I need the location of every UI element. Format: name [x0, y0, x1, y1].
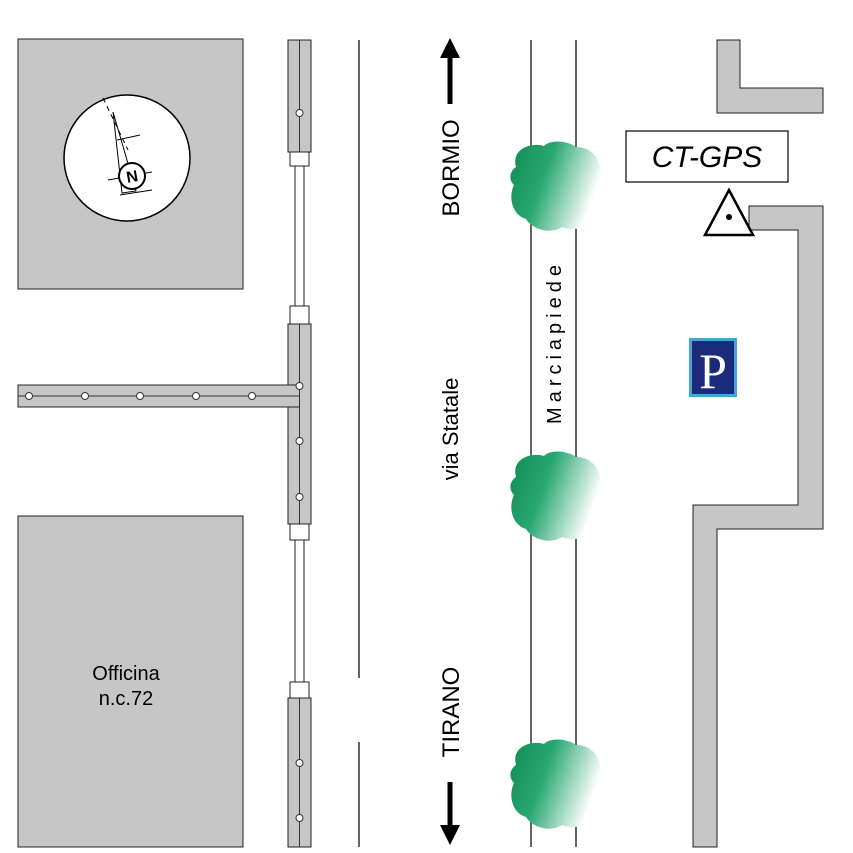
- building-officina: [17, 515, 244, 848]
- parking-sign-icon: P: [689, 338, 737, 399]
- parking-letter: P: [699, 343, 727, 399]
- gps-station-marker-icon: [702, 187, 756, 237]
- compass-rose-icon: N: [63, 94, 191, 222]
- direction-north-label: BORMIO: [438, 119, 465, 216]
- building-label-name: Officina: [92, 663, 160, 685]
- building-label-number: n.c.72: [99, 688, 153, 710]
- arrow-down-icon: [440, 782, 460, 845]
- station-label-box: [625, 130, 789, 183]
- sidewalk-label: Marciapiede: [544, 260, 566, 424]
- fence-wall: [17, 39, 312, 848]
- curb-wall-right: [692, 205, 824, 848]
- station-label: CT-GPS: [652, 141, 763, 174]
- tree-icon: [510, 739, 603, 829]
- tree-icon: [510, 451, 603, 541]
- tree-icon: [510, 141, 603, 231]
- arrow-up-icon: [440, 38, 460, 104]
- compass-north-label: N: [125, 168, 139, 187]
- direction-south-label: TIRANO: [438, 667, 465, 758]
- road-name-label: via Statale: [438, 378, 463, 481]
- building-corner-top-right: [716, 39, 824, 114]
